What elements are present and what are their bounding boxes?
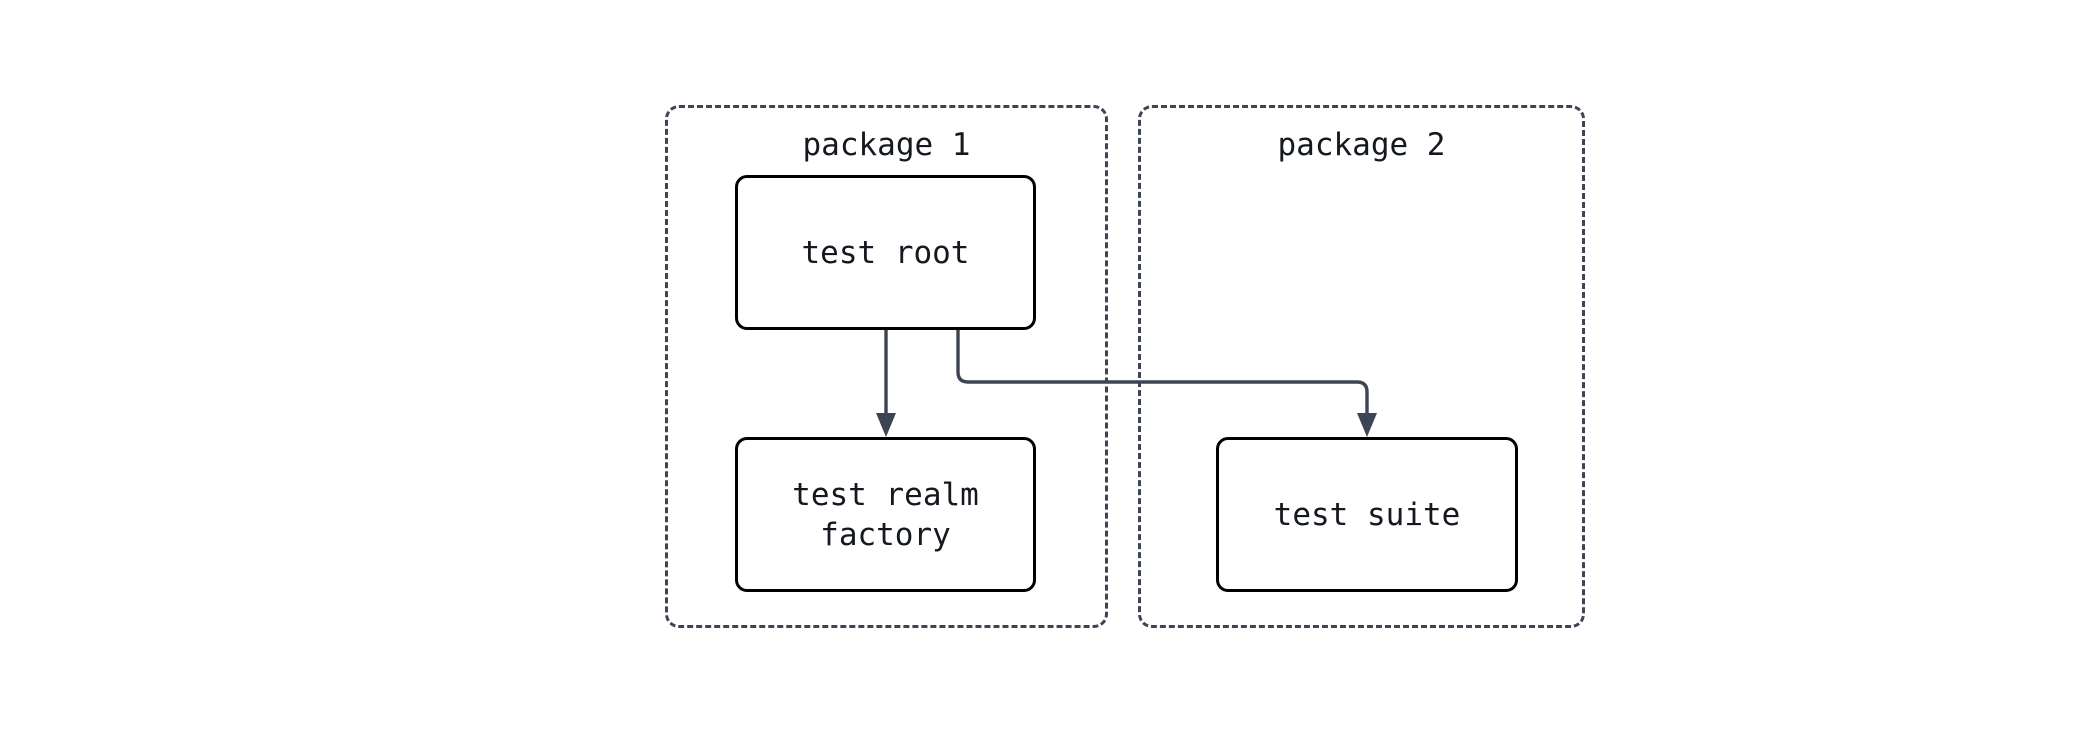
node-label-test-suite: test suite	[1273, 496, 1461, 533]
package-label-2: package 2	[1277, 127, 1446, 163]
package-label-1: package 1	[802, 127, 971, 163]
node-test-root[interactable]: test root	[735, 175, 1036, 330]
node-label-test-root: test root	[801, 234, 970, 271]
node-label-test-realm-factory: test realm factory	[792, 476, 979, 553]
node-test-suite[interactable]: test suite	[1216, 437, 1518, 592]
node-test-realm-factory[interactable]: test realm factory	[735, 437, 1036, 592]
